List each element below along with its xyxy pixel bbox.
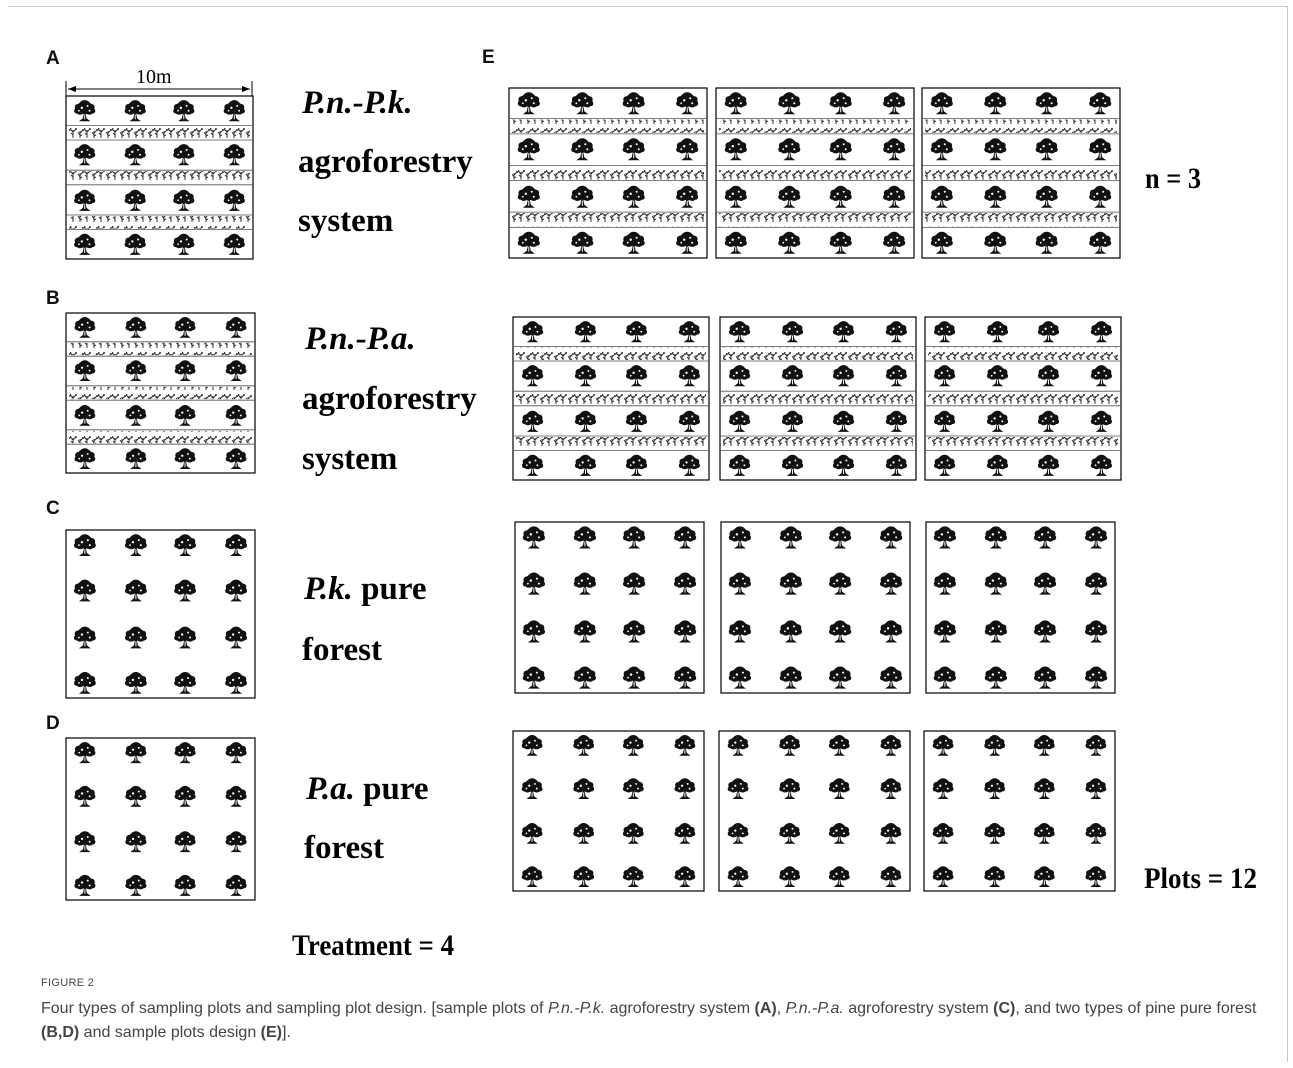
panel-label-c: C <box>46 498 60 519</box>
plot-a <box>65 95 254 260</box>
system-a-name: P.n.-P.k. <box>301 85 413 121</box>
caption-text: Four types of sampling plots and samplin… <box>41 1000 1257 1041</box>
system-b-line3: system <box>302 441 397 477</box>
plots-layer <box>65 87 1122 901</box>
plot-e-a-2 <box>715 87 915 259</box>
caption-species-pn-pa: P.n.-P.a. <box>785 1000 844 1017</box>
plots-count: Plots = 12 <box>1144 862 1257 895</box>
plot-e-a-3 <box>921 87 1121 259</box>
plot-e-a-1 <box>508 87 708 259</box>
plot-e-c-1 <box>514 521 705 694</box>
panel-label-b: B <box>46 288 60 309</box>
plot-e-d-3 <box>923 730 1116 892</box>
width-label: 10m <box>136 66 172 88</box>
panel-label-a: A <box>46 48 60 69</box>
figure-label: FIGURE 2 <box>41 977 95 989</box>
caption-species-pn-pk: P.n.-P.k. <box>547 1000 606 1017</box>
system-d-line2: forest <box>304 830 384 866</box>
width-dimension-arrow <box>65 81 253 96</box>
figure-frame <box>8 6 1288 1062</box>
plot-e-b-2 <box>719 316 917 481</box>
caption-ref-bd: (B,D) <box>41 1024 80 1041</box>
plot-e-b-3 <box>924 316 1122 481</box>
caption-ref-c: (C) <box>993 1000 1016 1017</box>
system-a-line3: system <box>298 203 393 239</box>
system-a-line2: agroforestry <box>298 144 473 180</box>
plot-e-c-3 <box>925 521 1116 694</box>
system-b-name: P.n.-P.a. <box>304 321 416 357</box>
panel-label-e: E <box>482 47 495 68</box>
panel-label-d: D <box>46 713 60 734</box>
caption-ref-e: (E) <box>260 1024 282 1041</box>
system-c-title: P.k. pure <box>303 571 427 607</box>
figure-caption: FIGURE 2 Four types of sampling plots an… <box>41 977 1261 1045</box>
plot-e-c-2 <box>720 521 911 694</box>
plot-e-b-1 <box>512 316 710 481</box>
treatment-count: Treatment = 4 <box>292 929 454 962</box>
system-b-line2: agroforestry <box>302 381 477 417</box>
plot-c <box>65 529 256 699</box>
replicates-count: n = 3 <box>1145 162 1201 195</box>
plot-b <box>65 312 256 474</box>
figure-diagram: A B C D E 10m 3m P.n.-P.k. agroforestry … <box>46 47 1257 962</box>
system-c-line2: forest <box>302 632 382 668</box>
caption-ref-a: (A) <box>754 1000 777 1017</box>
plot-e-d-2 <box>718 730 911 892</box>
plot-e-d-1 <box>512 730 705 892</box>
system-d-title: P.a. pure <box>305 771 429 807</box>
plot-d <box>65 737 256 901</box>
